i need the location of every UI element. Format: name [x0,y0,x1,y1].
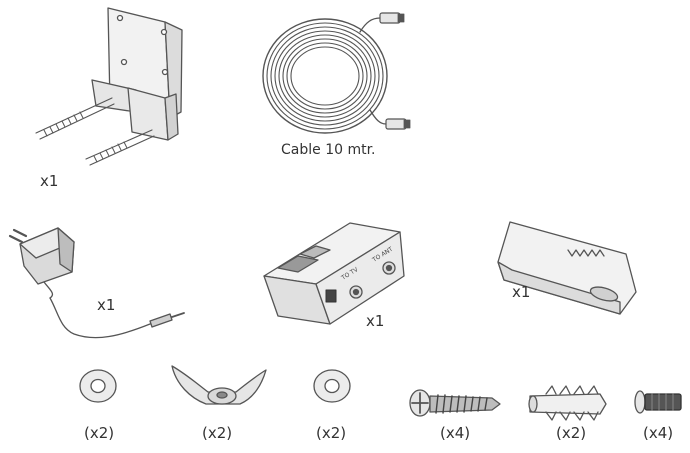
clip-quantity-label: x1 [512,283,531,301]
amplifier-box-icon [263,222,405,325]
adapter-quantity-label: x1 [97,296,116,314]
box-quantity-label: x1 [366,312,385,330]
shortscrew-quantity-label: (x4) [643,424,674,442]
washer-icon [79,369,117,403]
mounting-clip-icon [497,221,637,315]
washer2-quantity-label: (x2) [316,424,347,442]
long-screw-icon [409,389,501,417]
cable-caption: Cable 10 mtr. [281,142,376,158]
washer-quantity-label: (x2) [84,424,115,442]
longscrew-quantity-label: (x4) [440,424,471,442]
plug-quantity-label: (x2) [556,424,587,442]
bracket-quantity-label: x1 [40,172,59,190]
coax-cable-icon [262,12,411,134]
wing-nut-icon [171,365,267,405]
wingnut-quantity-label: (x2) [202,424,233,442]
washer-icon [313,369,351,403]
wall-plug-icon [528,385,607,421]
mounting-bracket-icon [35,7,183,166]
short-screw-icon [634,390,682,414]
power-adapter-icon [8,227,185,339]
